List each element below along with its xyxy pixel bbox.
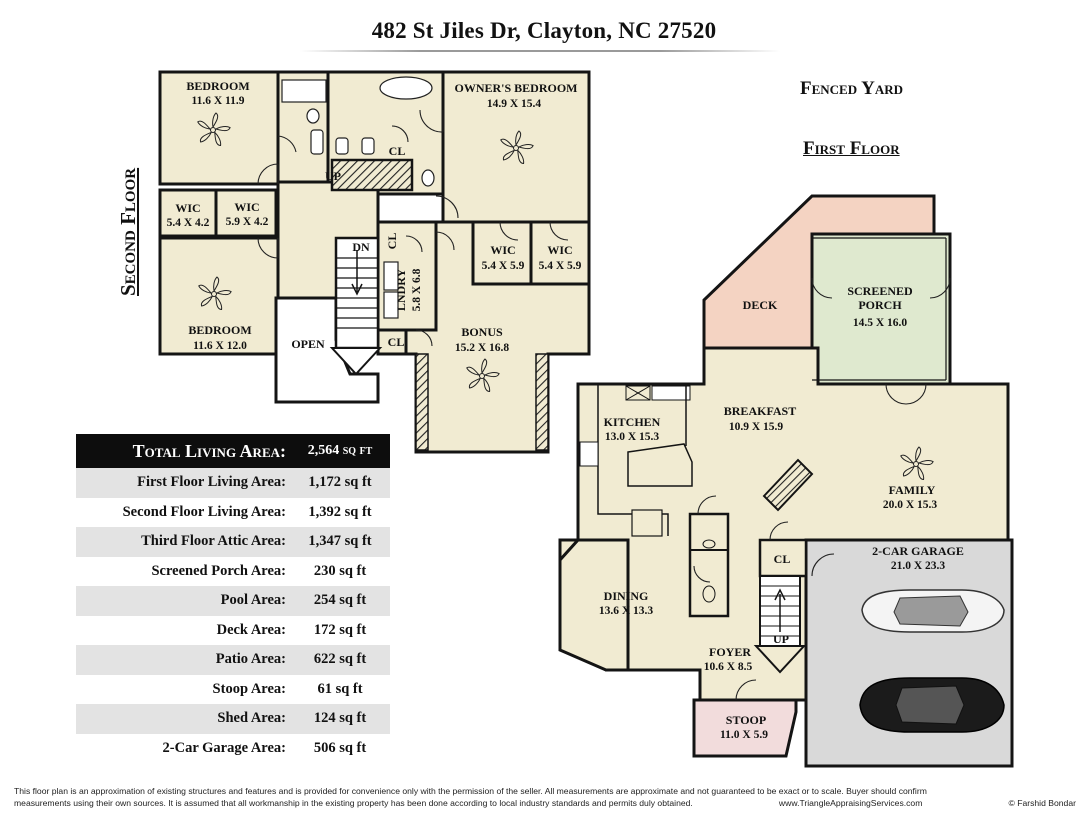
table-row: First Floor Living Area: 1,172 sq ft bbox=[76, 468, 390, 498]
kitchen-name: KITCHEN bbox=[604, 415, 661, 429]
disclaimer-line-2: measurements using their own sources. It… bbox=[14, 798, 693, 808]
copyright-text: © Farshid Bondar bbox=[1008, 798, 1076, 808]
wic-c-name: WIC bbox=[490, 243, 515, 257]
screened-porch-area-label: Screened Porch Area: bbox=[151, 562, 286, 579]
foyer-name: FOYER bbox=[709, 645, 751, 659]
deck-area-label: Deck Area: bbox=[216, 621, 286, 638]
laundry-dim: 5.8 X 6.8 bbox=[411, 268, 423, 311]
cl-foyer-label: CL bbox=[774, 552, 791, 566]
disclaimer-line-2-row: measurements using their own sources. It… bbox=[14, 797, 1076, 809]
bonus-name: BONUS bbox=[461, 325, 503, 339]
total-living-area-label: Total Living Area: bbox=[132, 440, 286, 461]
breakfast-name: BREAKFAST bbox=[724, 404, 796, 418]
cl-owners-label: CL bbox=[389, 144, 406, 158]
second-floor-area-value: 1,392 sq ft bbox=[308, 503, 372, 520]
shed-area-label: Shed Area: bbox=[217, 710, 286, 727]
bedroom-bottom-name: BEDROOM bbox=[188, 323, 251, 337]
screened-porch-area-value: 230 sq ft bbox=[313, 562, 367, 579]
foyer-dim: 10.6 X 8.5 bbox=[704, 661, 753, 673]
up-label-2f: UP bbox=[325, 169, 341, 183]
dining-name: DINING bbox=[604, 589, 649, 603]
owners-bedroom-dim: 14.9 X 15.4 bbox=[487, 98, 542, 110]
family-name: FAMILY bbox=[889, 483, 936, 497]
table-row: Deck Area: 172 sq ft bbox=[76, 616, 390, 646]
stoop-area-value: 61 sq ft bbox=[317, 680, 363, 697]
table-row: Patio Area: 622 sq ft bbox=[76, 645, 390, 675]
dn-label: DN bbox=[352, 240, 370, 254]
wic-c-room bbox=[471, 220, 533, 286]
wic-b-room bbox=[214, 188, 278, 238]
wic-a-name: WIC bbox=[175, 201, 200, 215]
bedroom-bottom-dim: 11.6 X 12.0 bbox=[193, 340, 247, 352]
title-underline bbox=[300, 50, 780, 52]
bedroom-top-dim: 11.6 X 11.9 bbox=[191, 95, 244, 107]
disclaimer-line-1: This floor plan is an approximation of e… bbox=[14, 786, 927, 796]
stoop-area-label: Stoop Area: bbox=[212, 680, 286, 697]
garage-name: 2-CAR GARAGE bbox=[872, 544, 964, 558]
cl-bonus-label: CL bbox=[388, 335, 405, 349]
deck-name: DECK bbox=[743, 298, 778, 312]
screened-porch-name: SCREENED bbox=[847, 284, 913, 298]
wic-a-dim: 5.4 X 4.2 bbox=[167, 217, 210, 229]
family-dim: 20.0 X 15.3 bbox=[883, 499, 938, 511]
shed-area-value: 124 sq ft bbox=[313, 710, 367, 727]
fenced-yard-label: Fenced Yard bbox=[800, 78, 904, 99]
wic-d-dim: 5.4 X 5.9 bbox=[539, 260, 582, 272]
table-row: Third Floor Attic Area: 1,347 sq ft bbox=[76, 527, 390, 557]
dining-bay bbox=[558, 538, 630, 672]
table-row: Second Floor Living Area: 1,392 sq ft bbox=[76, 498, 390, 528]
stoop-name: STOOP bbox=[726, 713, 766, 727]
total-living-area-value: 2,564 sq ft bbox=[307, 443, 373, 458]
third-floor-attic-area-label: Third Floor Attic Area: bbox=[141, 533, 286, 550]
disclaimer-text: This floor plan is an approximation of e… bbox=[14, 785, 1076, 809]
website-link[interactable]: www.TriangleAppraisingServices.com bbox=[778, 798, 923, 808]
patio-area-value: 622 sq ft bbox=[313, 651, 367, 668]
bonus-dim: 15.2 X 16.8 bbox=[455, 342, 510, 354]
table-row: Shed Area: 124 sq ft bbox=[76, 704, 390, 734]
pool-area-value: 254 sq ft bbox=[313, 592, 367, 609]
owners-bedroom-name: OWNER'S BEDROOM bbox=[454, 81, 577, 95]
screened-porch-area bbox=[810, 232, 952, 386]
patio-area-label: Patio Area: bbox=[215, 651, 286, 668]
cl-laundry-label: CL bbox=[385, 233, 399, 250]
floor-plan-drawing: BEDROOM 11.6 X 11.9 OWNER'S BEDROOM 14.9… bbox=[158, 70, 1014, 768]
screened-porch-dim: 14.5 X 16.0 bbox=[853, 317, 908, 329]
first-floor-plan bbox=[558, 194, 1014, 768]
first-floor-area-label: First Floor Living Area: bbox=[137, 474, 286, 491]
up-label-1f: UP bbox=[773, 632, 789, 646]
wic-b-dim: 5.9 X 4.2 bbox=[226, 216, 269, 228]
table-row: Stoop Area: 61 sq ft bbox=[76, 675, 390, 705]
second-floor-area-label: Second Floor Living Area: bbox=[122, 503, 286, 520]
screened-porch-name-2: PORCH bbox=[858, 298, 902, 312]
garage-cars bbox=[859, 589, 1005, 733]
third-floor-attic-area-value: 1,347 sq ft bbox=[308, 533, 372, 550]
kitchen-dim: 13.0 X 15.3 bbox=[605, 431, 660, 443]
table-row: Screened Porch Area: 230 sq ft bbox=[76, 557, 390, 587]
first-floor-area-value: 1,172 sq ft bbox=[308, 474, 372, 491]
first-floor-heading: First Floor bbox=[803, 138, 900, 159]
garage-area-label: 2-Car Garage Area: bbox=[162, 739, 286, 756]
owners-bedroom-room bbox=[441, 70, 591, 224]
garage-dim: 21.0 X 23.3 bbox=[891, 560, 946, 572]
wic-a-room bbox=[158, 188, 218, 238]
stoop-area bbox=[692, 698, 798, 758]
total-living-area-row: Total Living Area: 2,564 sq ft bbox=[76, 434, 390, 468]
dining-dim: 13.6 X 13.3 bbox=[599, 605, 654, 617]
wic-d-room bbox=[529, 220, 591, 286]
stoop-dim: 11.0 X 5.9 bbox=[720, 729, 768, 741]
wic-c-dim: 5.4 X 5.9 bbox=[482, 260, 525, 272]
wic-d-name: WIC bbox=[547, 243, 572, 257]
area-summary-table: Total Living Area: 2,564 sq ft First Flo… bbox=[76, 434, 390, 763]
table-row: 2-Car Garage Area: 506 sq ft bbox=[76, 734, 390, 764]
table-row: Pool Area: 254 sq ft bbox=[76, 586, 390, 616]
bedroom-top-name: BEDROOM bbox=[186, 79, 249, 93]
pool-area-label: Pool Area: bbox=[220, 592, 286, 609]
garage-area-value: 506 sq ft bbox=[313, 739, 367, 756]
breakfast-dim: 10.9 X 15.9 bbox=[729, 421, 784, 433]
deck-area-value: 172 sq ft bbox=[313, 621, 367, 638]
laundry-name: LNDRY bbox=[394, 269, 408, 312]
open-label: OPEN bbox=[291, 337, 325, 351]
wic-b-name: WIC bbox=[234, 200, 259, 214]
address-title: 482 St Jiles Dr, Clayton, NC 27520 bbox=[371, 18, 717, 43]
